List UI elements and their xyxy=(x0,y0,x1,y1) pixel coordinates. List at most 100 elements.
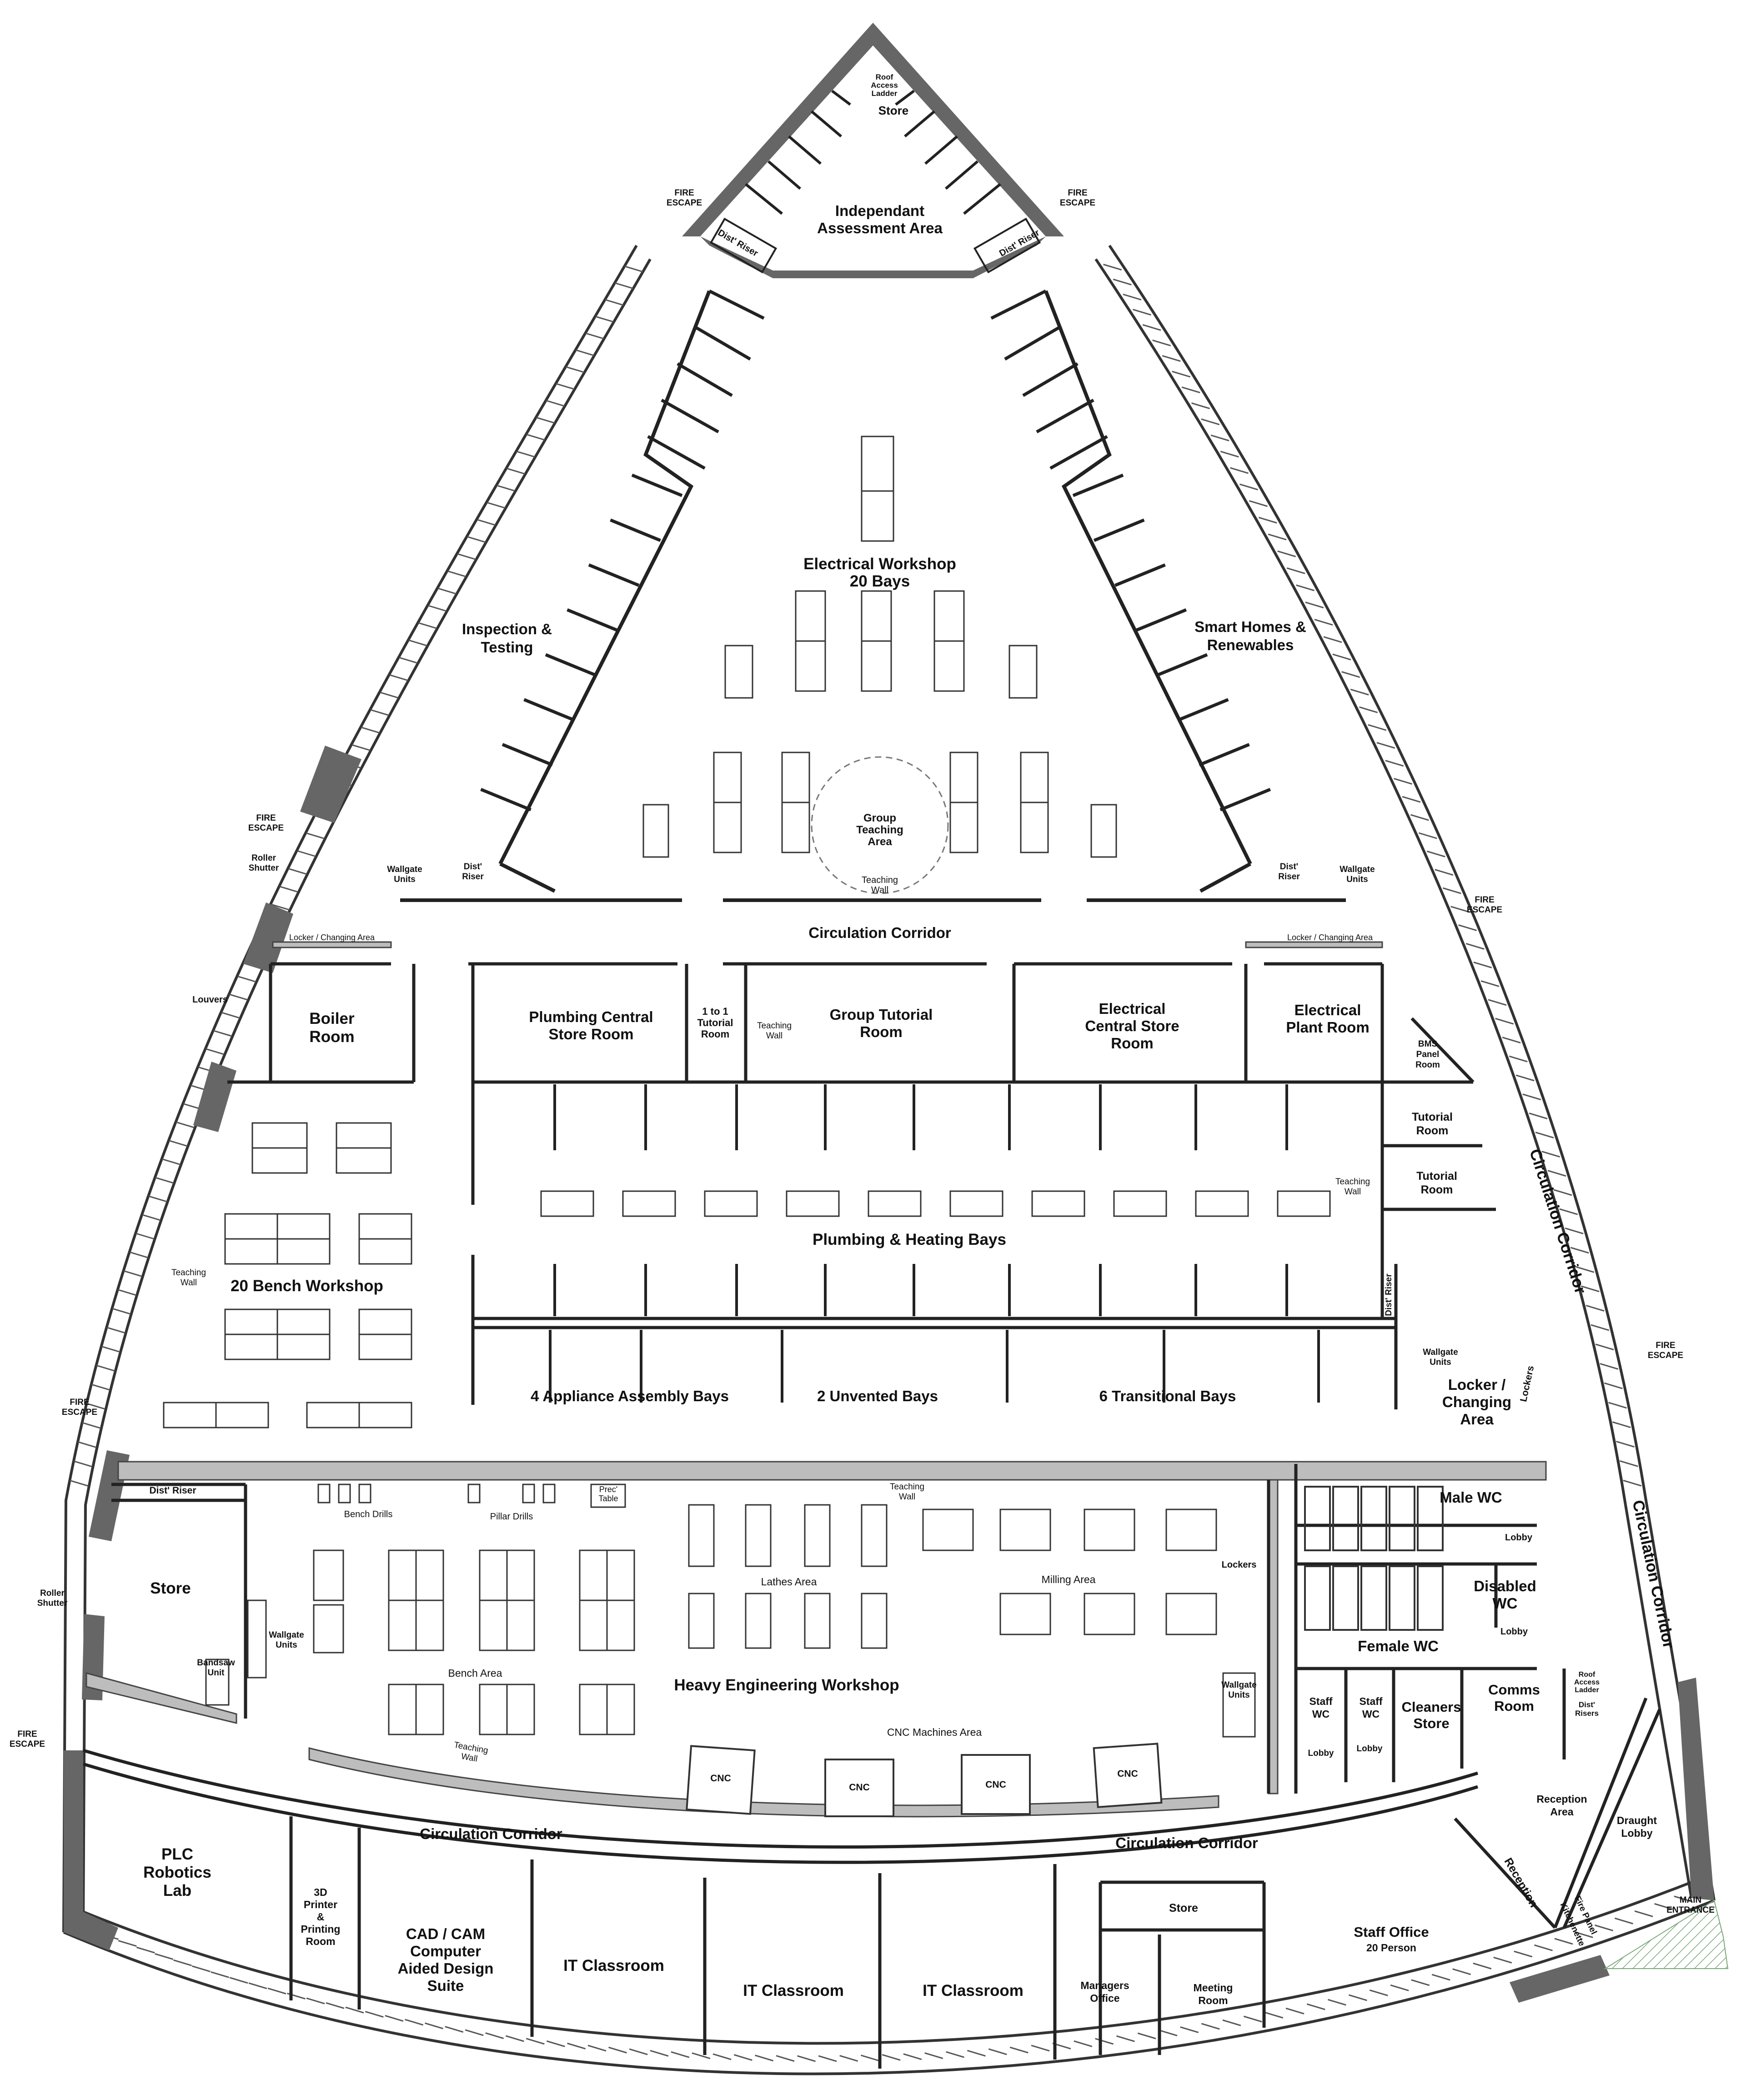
label-store-left: Store xyxy=(150,1579,191,1597)
plumb-table xyxy=(1031,1190,1085,1217)
label-lobby-2: Lobby xyxy=(1500,1627,1528,1637)
heavy-engineering-walls xyxy=(111,1464,1566,1794)
glazing-mullion xyxy=(399,657,418,664)
glazing-mullion xyxy=(389,674,408,682)
bay-divider xyxy=(480,788,532,812)
glazing-mullion xyxy=(213,1030,232,1037)
glazing-mullion xyxy=(1264,2011,1284,2019)
label-cnc-machines-area: CNC Machines Area xyxy=(887,1726,982,1738)
glazing-mullion xyxy=(1535,1132,1554,1138)
glazing-mullion xyxy=(1230,467,1249,474)
bay-divider xyxy=(695,326,751,361)
glazing-mullion xyxy=(1181,386,1200,394)
glazing-mullion xyxy=(1103,264,1122,271)
glazing-mullion xyxy=(1123,293,1142,301)
glazing-mullion xyxy=(1623,1479,1642,1487)
bay-divider xyxy=(990,289,1047,320)
glazing-mullion xyxy=(967,2050,986,2057)
glazing-mullion xyxy=(1515,1074,1535,1082)
glazing-mullion xyxy=(1369,1989,1388,1996)
glazing-mullion xyxy=(1585,1304,1605,1312)
electrical-bay-dividers-right xyxy=(990,289,1271,812)
glazing-mullion xyxy=(1385,760,1404,767)
glazing-mullion xyxy=(271,903,290,911)
label-dist-riser-3: Dist'Riser xyxy=(462,862,484,882)
assessment-area-benches xyxy=(745,90,1001,215)
glazing-mullion xyxy=(370,709,389,716)
bay-divider xyxy=(1219,788,1271,812)
glazing-mullion xyxy=(546,400,565,407)
glazing-mullion xyxy=(267,1987,286,1995)
glazing-mullion xyxy=(1180,2026,1199,2033)
plumbing-bay-tables xyxy=(540,1190,1331,1217)
cnc-machines xyxy=(686,1743,1163,1817)
glazing-mullion xyxy=(1604,1382,1623,1389)
glazing-mullion xyxy=(903,2053,922,2060)
glazing-mullion xyxy=(1349,1994,1367,2001)
label-corridor-bottom-1: Circulation Corridor xyxy=(420,1825,562,1842)
glazing-mullion xyxy=(211,1971,230,1978)
label-dist-riser-4: Dist'Riser xyxy=(1278,862,1300,882)
glazing-mullion xyxy=(505,2035,524,2042)
facade-glazing xyxy=(70,264,1693,2062)
glazing-mullion xyxy=(1614,1917,1633,1925)
label-prec-table: Prec'Table xyxy=(598,1485,618,1503)
glazing-mullion xyxy=(1243,2015,1262,2023)
glazing-mullion xyxy=(288,868,307,875)
glazing-mullion xyxy=(566,366,585,373)
glazing-mullion xyxy=(733,2054,753,2061)
glazing-mullion xyxy=(946,2051,964,2058)
glazing-mullion xyxy=(306,1997,325,2005)
bay-divider xyxy=(588,563,640,587)
label-unvented-bays: 2 Unvented Bays xyxy=(817,1388,938,1404)
glazing-mullion xyxy=(1402,796,1421,803)
glazing-mullion xyxy=(82,1422,101,1429)
glazing-mullion xyxy=(1222,2019,1241,2026)
glazing-mullion xyxy=(1394,778,1412,785)
glazing-mullion xyxy=(1674,1895,1693,1903)
glazing-mullion xyxy=(526,2038,545,2045)
label-dist-riser-6: Dist' Riser xyxy=(149,1485,196,1496)
plumb-table xyxy=(540,1190,594,1217)
glazing-mullion xyxy=(485,2032,504,2040)
label-lobby-3: Lobby xyxy=(1308,1749,1334,1758)
glazing-mullion xyxy=(408,639,427,647)
bay-divider xyxy=(545,653,597,677)
label-inspection-testing: Inspection &Testing xyxy=(462,621,552,656)
bay-divider xyxy=(1156,653,1208,677)
heavy-engineering-equipment xyxy=(205,1484,1256,1738)
glazing-mullion xyxy=(1431,1974,1450,1981)
bay-divider xyxy=(1114,563,1166,587)
glazing-mullion xyxy=(1565,1228,1584,1234)
label-cnc-1: CNC xyxy=(710,1773,731,1784)
glazing-mullion xyxy=(1502,1037,1521,1044)
glazing-mullion xyxy=(1473,962,1492,968)
glazing-mullion xyxy=(1473,1962,1492,1970)
glazing-mullion xyxy=(1553,1189,1572,1196)
glazing-mullion xyxy=(361,727,380,734)
glazing-mullion xyxy=(1495,1017,1514,1025)
label-cnc-3: CNC xyxy=(985,1779,1006,1790)
label-bench-drills: Bench Drills xyxy=(344,1509,393,1519)
glazing-mullion xyxy=(924,2052,943,2060)
glazing-mullion xyxy=(1390,1984,1409,1991)
label-corridor-right-1: Circulation Corridor xyxy=(1526,1147,1590,1296)
glazing-mullion xyxy=(405,2019,424,2026)
plumb-table xyxy=(868,1190,922,1217)
glazing-mullion xyxy=(1480,980,1500,987)
